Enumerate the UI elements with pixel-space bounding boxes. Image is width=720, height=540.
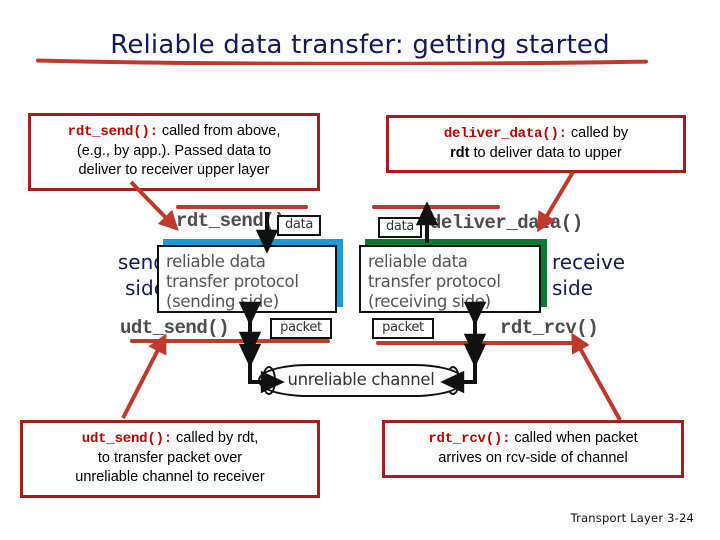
send-side-label-line2: side (125, 275, 166, 300)
receiver-protocol-line1: reliable data (368, 252, 468, 271)
connector-udt-send (121, 333, 167, 419)
sender-protocol-line3: (sending side) (166, 292, 279, 312)
fn-label-udt-send: udt_send() (120, 317, 230, 339)
footer-text: Transport Layer 3-24 (570, 511, 694, 525)
title-underline-stroke (36, 58, 648, 65)
receiver-protocol-line3: (receiving side) (368, 292, 491, 312)
callout-rdt-send-code: rdt_send(): (67, 124, 158, 140)
callout-deliver-data-line1: called by (566, 125, 629, 141)
fn-label-rdt-send: rdt_send() (176, 210, 286, 232)
send-side-label-line1: send (117, 250, 166, 274)
underline-accent-deliver-data (372, 205, 500, 209)
connector-rdt-rcv (571, 332, 622, 421)
callout-deliver-data-code: deliver_data(): (443, 126, 567, 142)
callout-rdt-send: rdt_send(): called from above, (e.g., by… (28, 113, 320, 192)
unreliable-channel-pipe: unreliable channel (258, 364, 464, 397)
callout-rdt-rcv-line1: called when packet (510, 430, 638, 446)
callout-rdt-rcv: rdt_rcv(): called when packet arrives on… (382, 420, 684, 479)
callout-udt-send-line3: unreliable channel to receiver (75, 469, 265, 486)
callout-udt-send: udt_send(): called by rdt, to transfer p… (20, 420, 320, 499)
sender-protocol-box: reliable data transfer protocol (sending… (157, 245, 337, 313)
receiver-protocol-box: reliable data transfer protocol (receivi… (359, 245, 541, 313)
callout-deliver-data-line2: to deliver data to upper (469, 144, 622, 161)
receive-side-label: receive side (552, 250, 688, 301)
callout-rdt-send-line2: (e.g., by app.). Passed data to (76, 142, 272, 159)
sender-protocol-line1: reliable data (166, 252, 266, 271)
fn-label-deliver-data: deliver_data() (430, 212, 583, 234)
unreliable-channel-label: unreliable channel (287, 370, 435, 389)
callout-rdt-send-line3: deliver to receiver upper layer (78, 162, 270, 179)
underline-accent-rdt-send (176, 205, 308, 209)
callout-udt-send-code: udt_send(): (81, 431, 172, 447)
tag-data-receiver: data (378, 217, 422, 238)
tag-packet-receiver: packet (372, 318, 434, 339)
callout-udt-send-line2: to transfer packet over (97, 449, 243, 466)
send-side-label: send side (56, 250, 166, 301)
page-title: Reliable data transfer: getting started (110, 30, 610, 60)
callout-rdt-rcv-line2: arrives on rcv-side of channel (438, 449, 628, 466)
page-title-container: Reliable data transfer: getting started (0, 30, 720, 60)
fn-label-rdt-rcv: rdt_rcv() (500, 317, 599, 339)
underline-accent-udt-send (130, 339, 330, 343)
callout-deliver-data-bold-word: rdt (450, 144, 470, 161)
receive-side-label-line2: side (552, 275, 593, 300)
unreliable-channel-cap-right (446, 366, 460, 395)
callout-udt-send-line1: called by rdt, (171, 430, 259, 446)
underline-accent-rdt-rcv (376, 341, 576, 345)
callout-rdt-rcv-code: rdt_rcv(): (428, 431, 511, 447)
callout-deliver-data: deliver_data(): called by rdt to deliver… (386, 115, 686, 174)
sender-protocol-line2: transfer protocol (166, 272, 299, 292)
unreliable-channel-cap-left (262, 366, 276, 395)
receiver-protocol-line2: transfer protocol (368, 272, 501, 292)
tag-data-sender: data (277, 215, 321, 236)
callout-rdt-send-line1: called from above, (157, 123, 281, 139)
tag-packet-sender: packet (270, 318, 332, 339)
receive-side-label-line1: receive (552, 250, 626, 274)
